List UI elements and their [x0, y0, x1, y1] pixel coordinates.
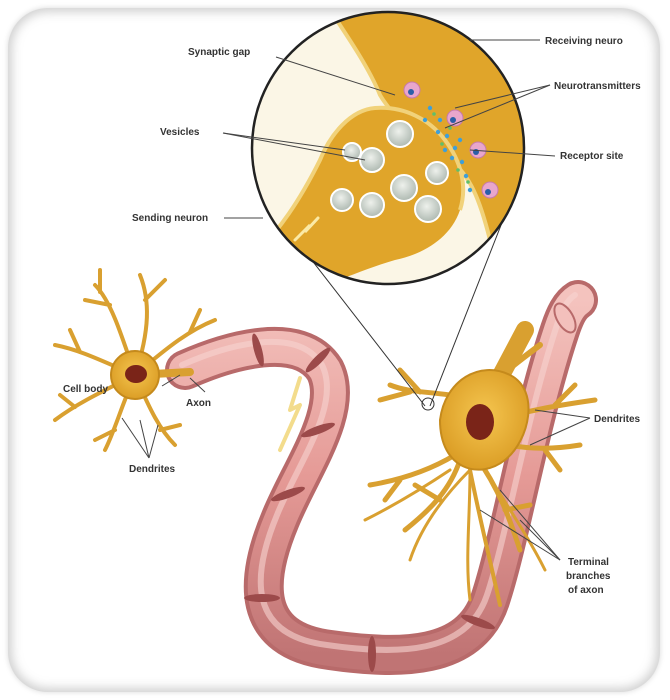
label-sending-neuron: Sending neuron [132, 213, 208, 224]
label-receptor-site: Receptor site [560, 151, 624, 162]
label-terminal-branches-3: of axon [568, 585, 604, 596]
label-terminal-branches-2: branches [566, 571, 611, 582]
label-cell-body: Cell body [63, 384, 108, 395]
label-receiving-neuron: Receiving neuro [545, 36, 623, 47]
label-vesicles: Vesicles [160, 127, 200, 138]
nucleus-left [125, 365, 147, 383]
label-axon: Axon [186, 398, 211, 409]
nucleus-right [466, 404, 494, 440]
label-terminal-branches-1: Terminal [568, 557, 609, 568]
label-dendrites-right: Dendrites [594, 414, 641, 425]
label-synaptic-gap: Synaptic gap [188, 47, 250, 58]
label-neurotransmitters: Neurotransmitters [554, 81, 641, 92]
label-dendrites-left: Dendrites [129, 464, 176, 475]
